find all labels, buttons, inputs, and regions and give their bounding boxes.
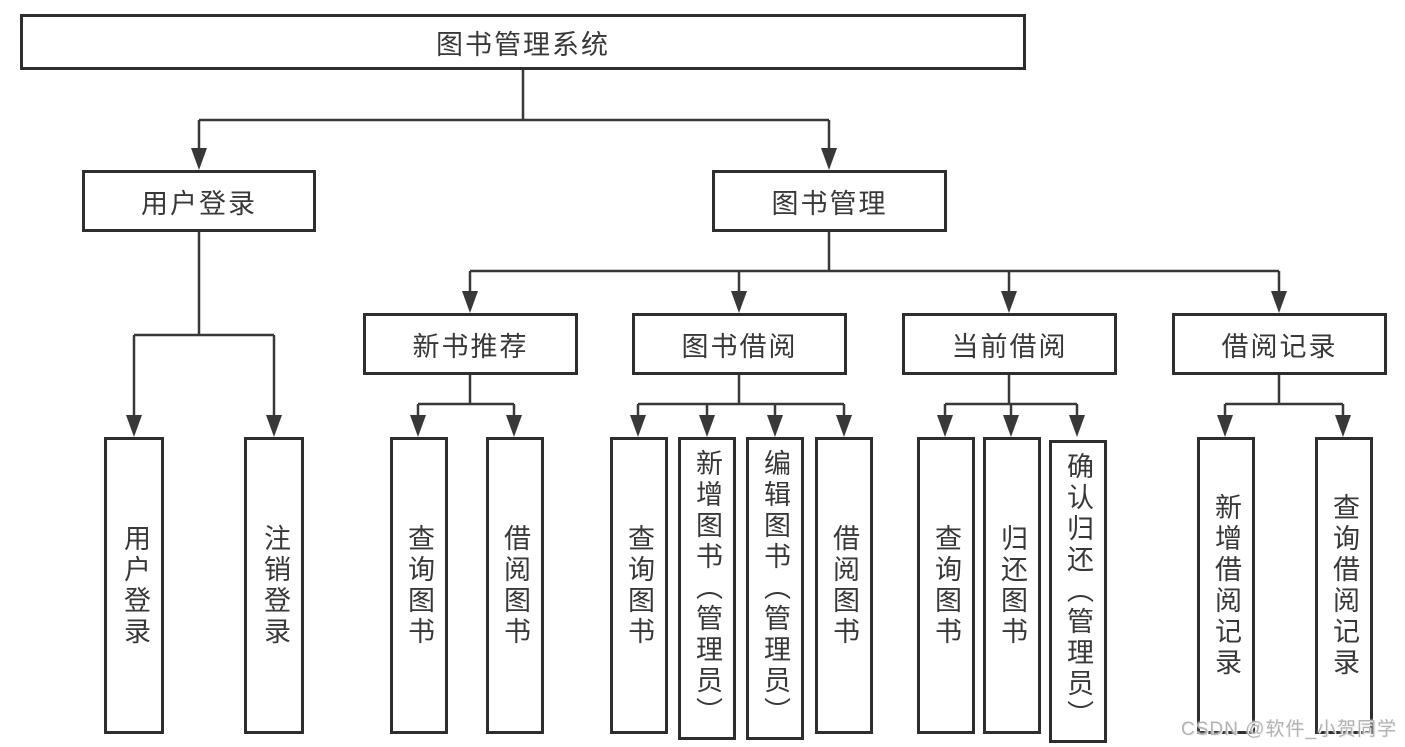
leaf-edit-books-admin: 编辑图书（管理员） bbox=[746, 437, 804, 740]
leaf-borrow-borrow-books: 借阅图书 bbox=[815, 437, 873, 734]
leaf-user-login: 用户登录 bbox=[104, 437, 164, 734]
node-borrow-records: 借阅记录 bbox=[1172, 313, 1387, 375]
node-current-borrow: 当前借阅 bbox=[902, 313, 1117, 375]
leaf-return-books: 归还图书 bbox=[983, 437, 1041, 734]
node-new-book-recommend: 新书推荐 bbox=[363, 313, 578, 375]
leaf-recommend-query-books: 查询图书 bbox=[390, 437, 448, 734]
leaf-recommend-borrow-books: 借阅图书 bbox=[486, 437, 544, 734]
leaf-current-query-books: 查询图书 bbox=[917, 437, 975, 734]
node-system-root: 图书管理系统 bbox=[20, 14, 1026, 70]
leaf-borrow-query-books: 查询图书 bbox=[610, 437, 668, 734]
leaf-logout: 注销登录 bbox=[244, 437, 304, 734]
node-book-management: 图书管理 bbox=[712, 170, 947, 232]
csdn-watermark: CSDN @软件_小贺同学 bbox=[1181, 719, 1397, 740]
node-user-login: 用户登录 bbox=[82, 170, 316, 232]
leaf-add-books-admin: 新增图书（管理员） bbox=[678, 437, 736, 740]
node-book-borrow: 图书借阅 bbox=[632, 313, 847, 375]
leaf-query-borrow-record: 查询借阅记录 bbox=[1315, 437, 1373, 734]
leaf-add-borrow-record: 新增借阅记录 bbox=[1197, 437, 1255, 734]
arrowheads bbox=[126, 148, 1351, 437]
leaf-confirm-return-admin: 确认归还（管理员） bbox=[1049, 440, 1107, 743]
